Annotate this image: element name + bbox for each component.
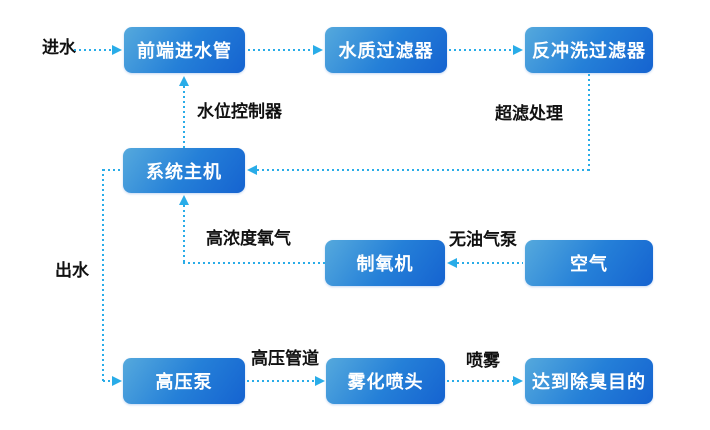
label-spray: 喷雾 bbox=[466, 351, 500, 370]
connector-pump-to-nozzle bbox=[247, 380, 315, 382]
connector-backwash-down bbox=[588, 74, 590, 171]
connector-host-to-pipe bbox=[183, 86, 185, 148]
node-water-quality-filter: 水质过滤器 bbox=[325, 27, 447, 73]
connector-air-to-oxygen bbox=[457, 262, 523, 264]
connector-outlet-down bbox=[102, 169, 104, 381]
node-high-pressure-pump: 高压泵 bbox=[123, 358, 245, 404]
connector-host-out-left bbox=[103, 169, 123, 171]
connector-filter-to-backwash bbox=[449, 49, 513, 51]
arrowhead-up-icon bbox=[179, 195, 189, 205]
label-oil-free-pump: 无油气泵 bbox=[449, 230, 517, 249]
label-ultrafiltration: 超滤处理 bbox=[495, 104, 563, 123]
arrowhead-up-icon bbox=[179, 76, 189, 86]
node-atomizing-nozzle: 雾化喷头 bbox=[326, 358, 445, 404]
label-high-concentration-oxygen: 高浓度氧气 bbox=[206, 229, 291, 248]
arrowhead-right-icon bbox=[313, 45, 323, 55]
node-system-host: 系统主机 bbox=[123, 148, 245, 193]
arrowhead-right-icon bbox=[513, 45, 523, 55]
node-air: 空气 bbox=[525, 240, 653, 286]
node-backwash-filter: 反冲洗过滤器 bbox=[525, 27, 653, 73]
arrowhead-left-icon bbox=[447, 258, 457, 268]
connector-nozzle-to-goal bbox=[447, 380, 513, 382]
node-front-inlet-pipe: 前端进水管 bbox=[124, 27, 245, 73]
label-high-pressure-pipe: 高压管道 bbox=[251, 349, 319, 368]
arrowhead-right-icon bbox=[112, 376, 122, 386]
label-inlet-water: 进水 bbox=[42, 38, 76, 57]
connector-outlet-to-pump bbox=[103, 380, 113, 382]
label-outlet-water: 出水 bbox=[55, 261, 89, 280]
connector-inlet-to-pipe bbox=[74, 49, 112, 51]
arrowhead-right-icon bbox=[315, 376, 325, 386]
node-oxygen-generator: 制氧机 bbox=[325, 240, 445, 286]
connector-backwash-to-host bbox=[257, 169, 590, 171]
arrowhead-right-icon bbox=[112, 45, 122, 55]
connector-oxygen-up bbox=[183, 205, 185, 263]
arrowhead-right-icon bbox=[513, 376, 523, 386]
label-water-level-controller: 水位控制器 bbox=[197, 102, 282, 121]
connector-oxygen-to-host bbox=[183, 262, 325, 264]
node-deodorization-goal: 达到除臭目的 bbox=[525, 358, 653, 404]
connector-pipe-to-filter bbox=[248, 49, 313, 51]
arrowhead-left-icon bbox=[247, 165, 257, 175]
